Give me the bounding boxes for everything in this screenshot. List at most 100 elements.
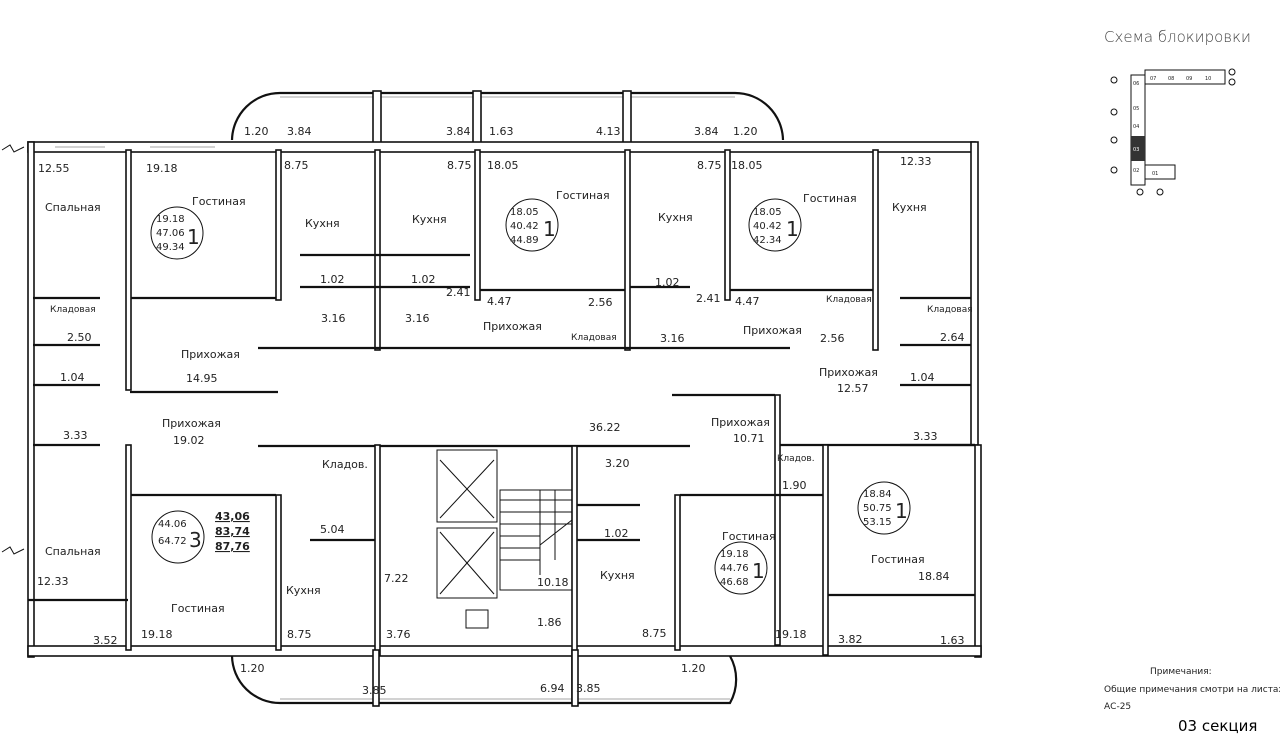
room-name: Гостиная (871, 553, 925, 566)
apartment-bubble: 19.18 44.76 46.68 1 (714, 541, 768, 595)
room-name: Гостиная (192, 195, 246, 208)
room-name: Кладовая (927, 305, 973, 315)
room-name: Кухня (412, 213, 447, 226)
balcony-area: 1.20 (733, 125, 758, 138)
balcony-area: 3.85 (576, 682, 601, 695)
schema-section-06: 06 (1133, 81, 1139, 87)
balcony-area: 3.84 (694, 125, 719, 138)
room-name: Гостиная (556, 189, 610, 202)
room-count: 1 (543, 217, 556, 241)
room-area: 12.33 (37, 575, 69, 588)
room-area: 12.57 (837, 382, 869, 395)
room-area: 3.76 (386, 628, 411, 641)
room-count: 1 (786, 217, 799, 241)
room-area: 18.05 (487, 159, 519, 172)
room-area: 7.22 (384, 572, 409, 585)
room-area: 19.18 (775, 628, 807, 641)
room-name: Прихожая (162, 417, 221, 430)
living-area: 18.05 (510, 207, 539, 218)
schema-section-02: 02 (1133, 168, 1139, 174)
room-area: 19.18 (146, 162, 178, 175)
schema-title: Схема блокировки (1104, 28, 1251, 46)
room-area: 10.18 (537, 576, 569, 589)
room-area: 1.02 (604, 527, 629, 540)
room-name: Кухня (305, 217, 340, 230)
schema-section-04: 04 (1133, 124, 1139, 130)
room-name: Кладовая (50, 305, 96, 315)
room-name: Прихожая (743, 324, 802, 337)
room-area: 2.56 (588, 296, 613, 309)
schema-section-07: 07 (1150, 76, 1156, 82)
room-name: Кладов. (777, 454, 815, 464)
notes-sheet: АС-25 (1104, 702, 1131, 712)
schema-section-03: 03 (1133, 147, 1139, 153)
full-area: 44.89 (510, 235, 539, 246)
apartment-bubble: 18.05 40.42 42.34 1 (748, 198, 802, 252)
room-name: Кладовая (571, 333, 617, 343)
room-name: Кухня (600, 569, 635, 582)
full-area: 49.34 (156, 242, 185, 253)
apartment-bubble: 44.06 64.72 3 43,06 83,74 87,76 (151, 510, 250, 564)
balcony-area: 6.94 (540, 682, 565, 695)
room-name: Кухня (892, 201, 927, 214)
room-area: 1.02 (411, 273, 436, 286)
room-name: Спальная (45, 201, 101, 214)
room-area: 3.20 (605, 457, 630, 470)
room-name: Прихожая (819, 366, 878, 379)
elevator-shafts (436, 449, 498, 599)
total-area: 47.06 (156, 228, 185, 239)
room-area: 1.90 (782, 479, 807, 492)
room-name: Прихожая (483, 320, 542, 333)
room-name: Прихожая (711, 416, 770, 429)
notes-heading: Примечания: (1150, 667, 1212, 677)
room-area: 18.84 (918, 570, 950, 583)
room-name: Кладов. (322, 458, 368, 471)
full-area: 46.68 (720, 577, 749, 588)
room-area: 8.75 (284, 159, 309, 172)
room-area: 12.33 (900, 155, 932, 168)
total-area: 40.42 (753, 221, 782, 232)
bold-area: 43,06 (215, 510, 250, 523)
living-area: 44.06 (158, 519, 187, 530)
room-area: 1.02 (655, 276, 680, 289)
balcony-area: 3.84 (287, 125, 312, 138)
staircase (465, 489, 573, 629)
total-area: 44.76 (720, 563, 749, 574)
schema-section-08: 08 (1168, 76, 1174, 82)
room-name: Кухня (658, 211, 693, 224)
total-area: 40.42 (510, 221, 539, 232)
room-area: 14.95 (186, 372, 218, 385)
room-area: 5.04 (320, 523, 345, 536)
room-area: 2.41 (446, 286, 471, 299)
room-area: 3.16 (660, 332, 685, 345)
room-area: 1.63 (940, 634, 965, 647)
exterior-walls (1, 141, 982, 658)
room-area: 8.75 (697, 159, 722, 172)
room-area: 2.56 (820, 332, 845, 345)
room-area: 36.22 (589, 421, 621, 434)
balcony-area: 4.13 (596, 125, 621, 138)
balcony-area: 1.20 (240, 662, 265, 675)
block-schema: 06 05 04 03 02 01 07 08 09 10 (1110, 68, 1236, 196)
room-area: 18.05 (731, 159, 763, 172)
section-label: 03 секция (1178, 717, 1257, 735)
room-name: Кухня (286, 584, 321, 597)
room-name: Гостиная (722, 530, 776, 543)
balcony-area: 1.20 (681, 662, 706, 675)
total-area: 50.75 (863, 503, 892, 514)
room-area: 10.71 (733, 432, 765, 445)
room-area: 19.02 (173, 434, 205, 447)
balcony-area: 1.63 (489, 125, 514, 138)
room-area: 1.86 (537, 616, 562, 629)
interior-walls (28, 149, 975, 702)
room-area: 1.04 (60, 371, 85, 384)
balcony-area: 1.20 (244, 125, 269, 138)
bold-area: 87,76 (215, 540, 250, 553)
room-count: 1 (187, 225, 200, 249)
balcony-area: 3.84 (446, 125, 471, 138)
room-name: Прихожая (181, 348, 240, 361)
full-area: 42.34 (753, 235, 782, 246)
room-area: 3.16 (321, 312, 346, 325)
room-area: 3.33 (913, 430, 938, 443)
apartment-bubble: 19.18 47.06 49.34 1 (150, 206, 204, 260)
